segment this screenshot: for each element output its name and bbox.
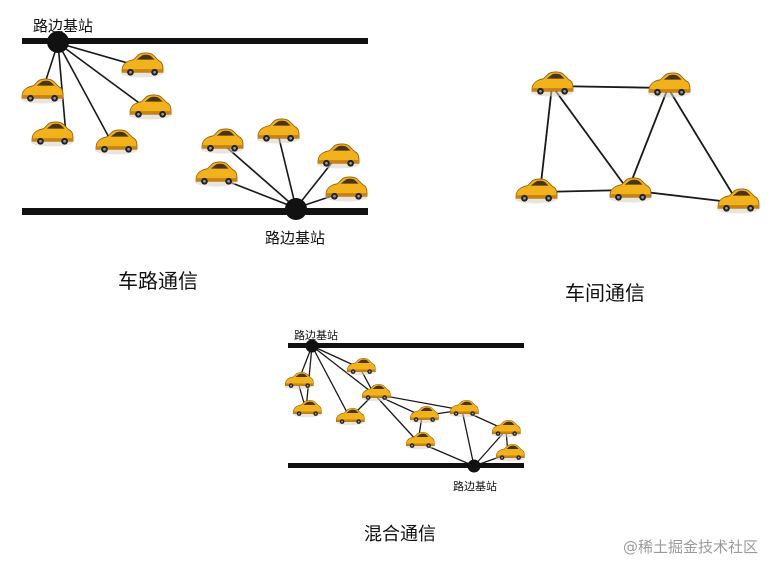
car-icon <box>449 399 479 418</box>
base-station-icon <box>285 198 307 220</box>
car-icon <box>94 129 138 156</box>
car-icon <box>530 71 574 98</box>
v2v-panel <box>514 71 760 215</box>
car-icon <box>495 443 525 462</box>
car-icon <box>256 118 300 145</box>
v2i-road-top <box>22 38 368 44</box>
hybrid-panel <box>284 339 525 473</box>
car-icon <box>30 121 74 148</box>
base-station-icon <box>467 459 481 473</box>
v2i-caption: 车路通信 <box>118 269 198 293</box>
car-icon <box>491 419 521 438</box>
hybrid-road-bottom <box>288 463 524 468</box>
base-station-icon <box>47 31 69 53</box>
hybrid-station-top-label: 路边基站 <box>294 329 338 342</box>
watermark: @稀土掘金技术社区 <box>623 538 759 556</box>
car-icon <box>324 176 368 203</box>
car-icon <box>335 407 365 426</box>
car-icon <box>716 188 760 215</box>
car-icon <box>20 78 64 105</box>
car-icon <box>608 177 652 204</box>
car-icon <box>405 431 435 450</box>
car-icon <box>514 178 558 205</box>
hybrid-road-top <box>288 343 524 348</box>
car-icon <box>194 161 238 188</box>
car-icon <box>200 128 244 155</box>
v2v-caption: 车间通信 <box>565 281 645 305</box>
hybrid-station-bottom-label: 路边基站 <box>453 480 497 493</box>
car-icon <box>361 383 391 402</box>
car-icon <box>647 72 691 99</box>
car-icon <box>128 94 172 121</box>
car-icon <box>346 357 376 376</box>
v2i-station-bottom-label: 路边基站 <box>265 229 326 247</box>
v2i-road-bottom <box>22 208 368 215</box>
v2i-panel <box>20 31 368 220</box>
v2i-station-top-label: 路边基站 <box>33 17 94 35</box>
v2i-links-top <box>41 42 147 144</box>
car-icon <box>316 143 360 170</box>
car-icon <box>409 405 439 424</box>
car-icon <box>292 399 322 418</box>
base-station-icon <box>305 339 319 353</box>
hybrid-caption: 混合通信 <box>364 524 436 545</box>
car-icon <box>120 52 164 79</box>
